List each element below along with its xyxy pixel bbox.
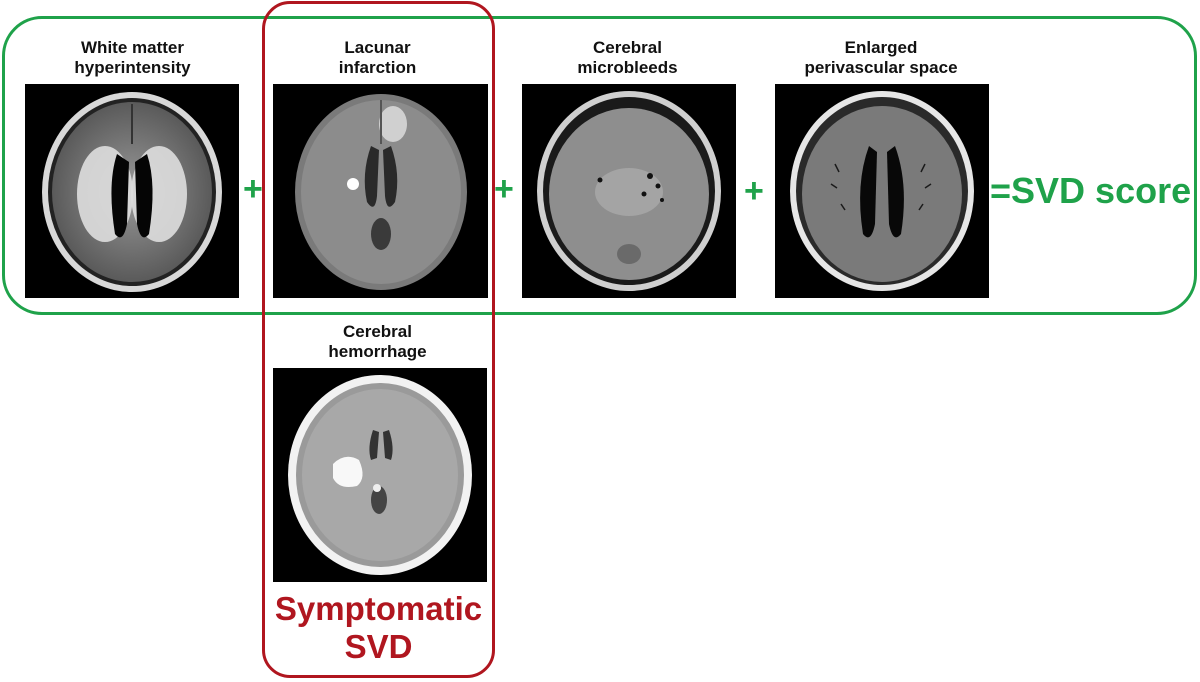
panel-cerebral-microbleeds bbox=[522, 84, 736, 298]
plus-operator-1: + bbox=[243, 170, 263, 208]
plus-operator-3: + bbox=[744, 172, 764, 210]
symptomatic-svd-group-frame bbox=[262, 1, 495, 678]
panel-enlarged-perivascular-space bbox=[775, 84, 989, 298]
panel-white-matter-hyperintensity bbox=[25, 84, 239, 298]
svd-score-group-frame bbox=[2, 16, 1197, 315]
panel-lacunar-infarction bbox=[273, 84, 488, 298]
label-white-matter-hyperintensity: White matter hyperintensity bbox=[74, 38, 191, 77]
plus-operator-2: + bbox=[494, 170, 514, 208]
panel-cerebral-hemorrhage bbox=[273, 368, 487, 582]
label-cerebral-microbleeds: Cerebral microbleeds bbox=[577, 38, 678, 77]
label-enlarged-perivascular-space: Enlarged perivascular space bbox=[804, 38, 958, 77]
label-cerebral-hemorrhage: Cerebral hemorrhage bbox=[328, 322, 427, 361]
svd-score-label: =SVD score bbox=[990, 170, 1192, 211]
symptomatic-svd-label: Symptomatic SVD bbox=[274, 590, 483, 665]
label-lacunar-infarction: Lacunar infarction bbox=[338, 38, 417, 77]
